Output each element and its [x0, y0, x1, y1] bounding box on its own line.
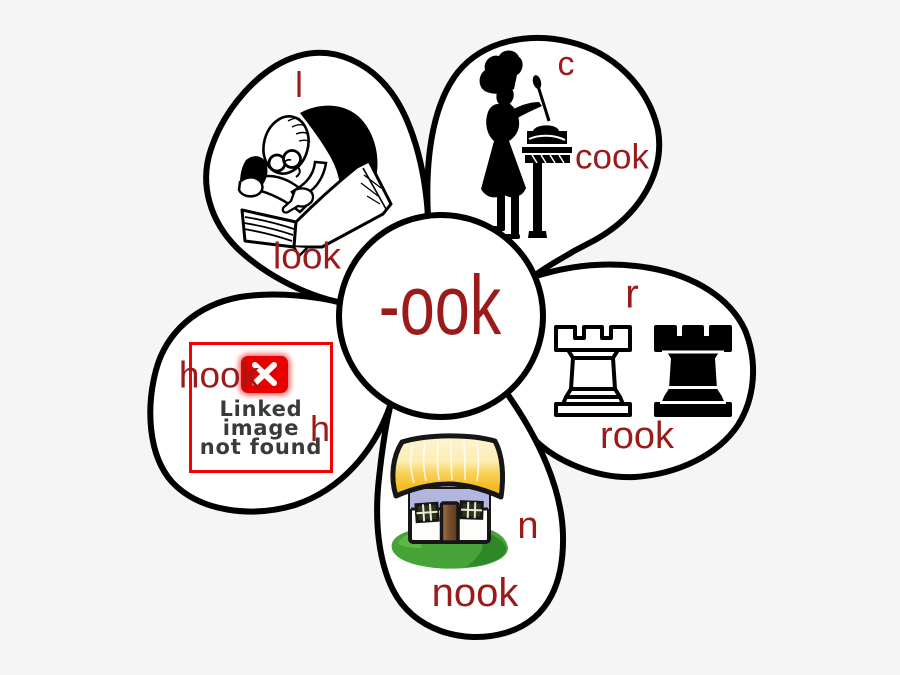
black-rook-icon [654, 325, 732, 417]
hook-word: hook [178, 354, 260, 396]
house-illustration [390, 433, 508, 569]
center-circle [336, 212, 546, 420]
hook-letter: h [309, 408, 331, 449]
roof [390, 433, 506, 500]
right-window [459, 500, 484, 520]
center-label: -ook [378, 258, 502, 352]
door [439, 501, 460, 544]
white-rook-icon [554, 325, 632, 417]
man-reading-book-illustration [237, 105, 393, 258]
chess-rooks-illustration [554, 325, 732, 417]
rook-letter: r [625, 270, 639, 317]
rook-word: rook [600, 415, 674, 457]
nook-word: nook [431, 571, 519, 615]
broken-image-box [189, 342, 333, 473]
cook-letter: c [557, 45, 575, 83]
broken-image-icon [241, 356, 288, 393]
cook-word: cook [575, 137, 649, 177]
nook-letter: n [517, 505, 539, 547]
broken-image-message: Linked image not found [199, 397, 323, 459]
left-window [414, 501, 440, 524]
look-letter: l [295, 64, 303, 105]
chef-cooking-illustration [479, 50, 572, 239]
look-word: look [273, 235, 341, 277]
